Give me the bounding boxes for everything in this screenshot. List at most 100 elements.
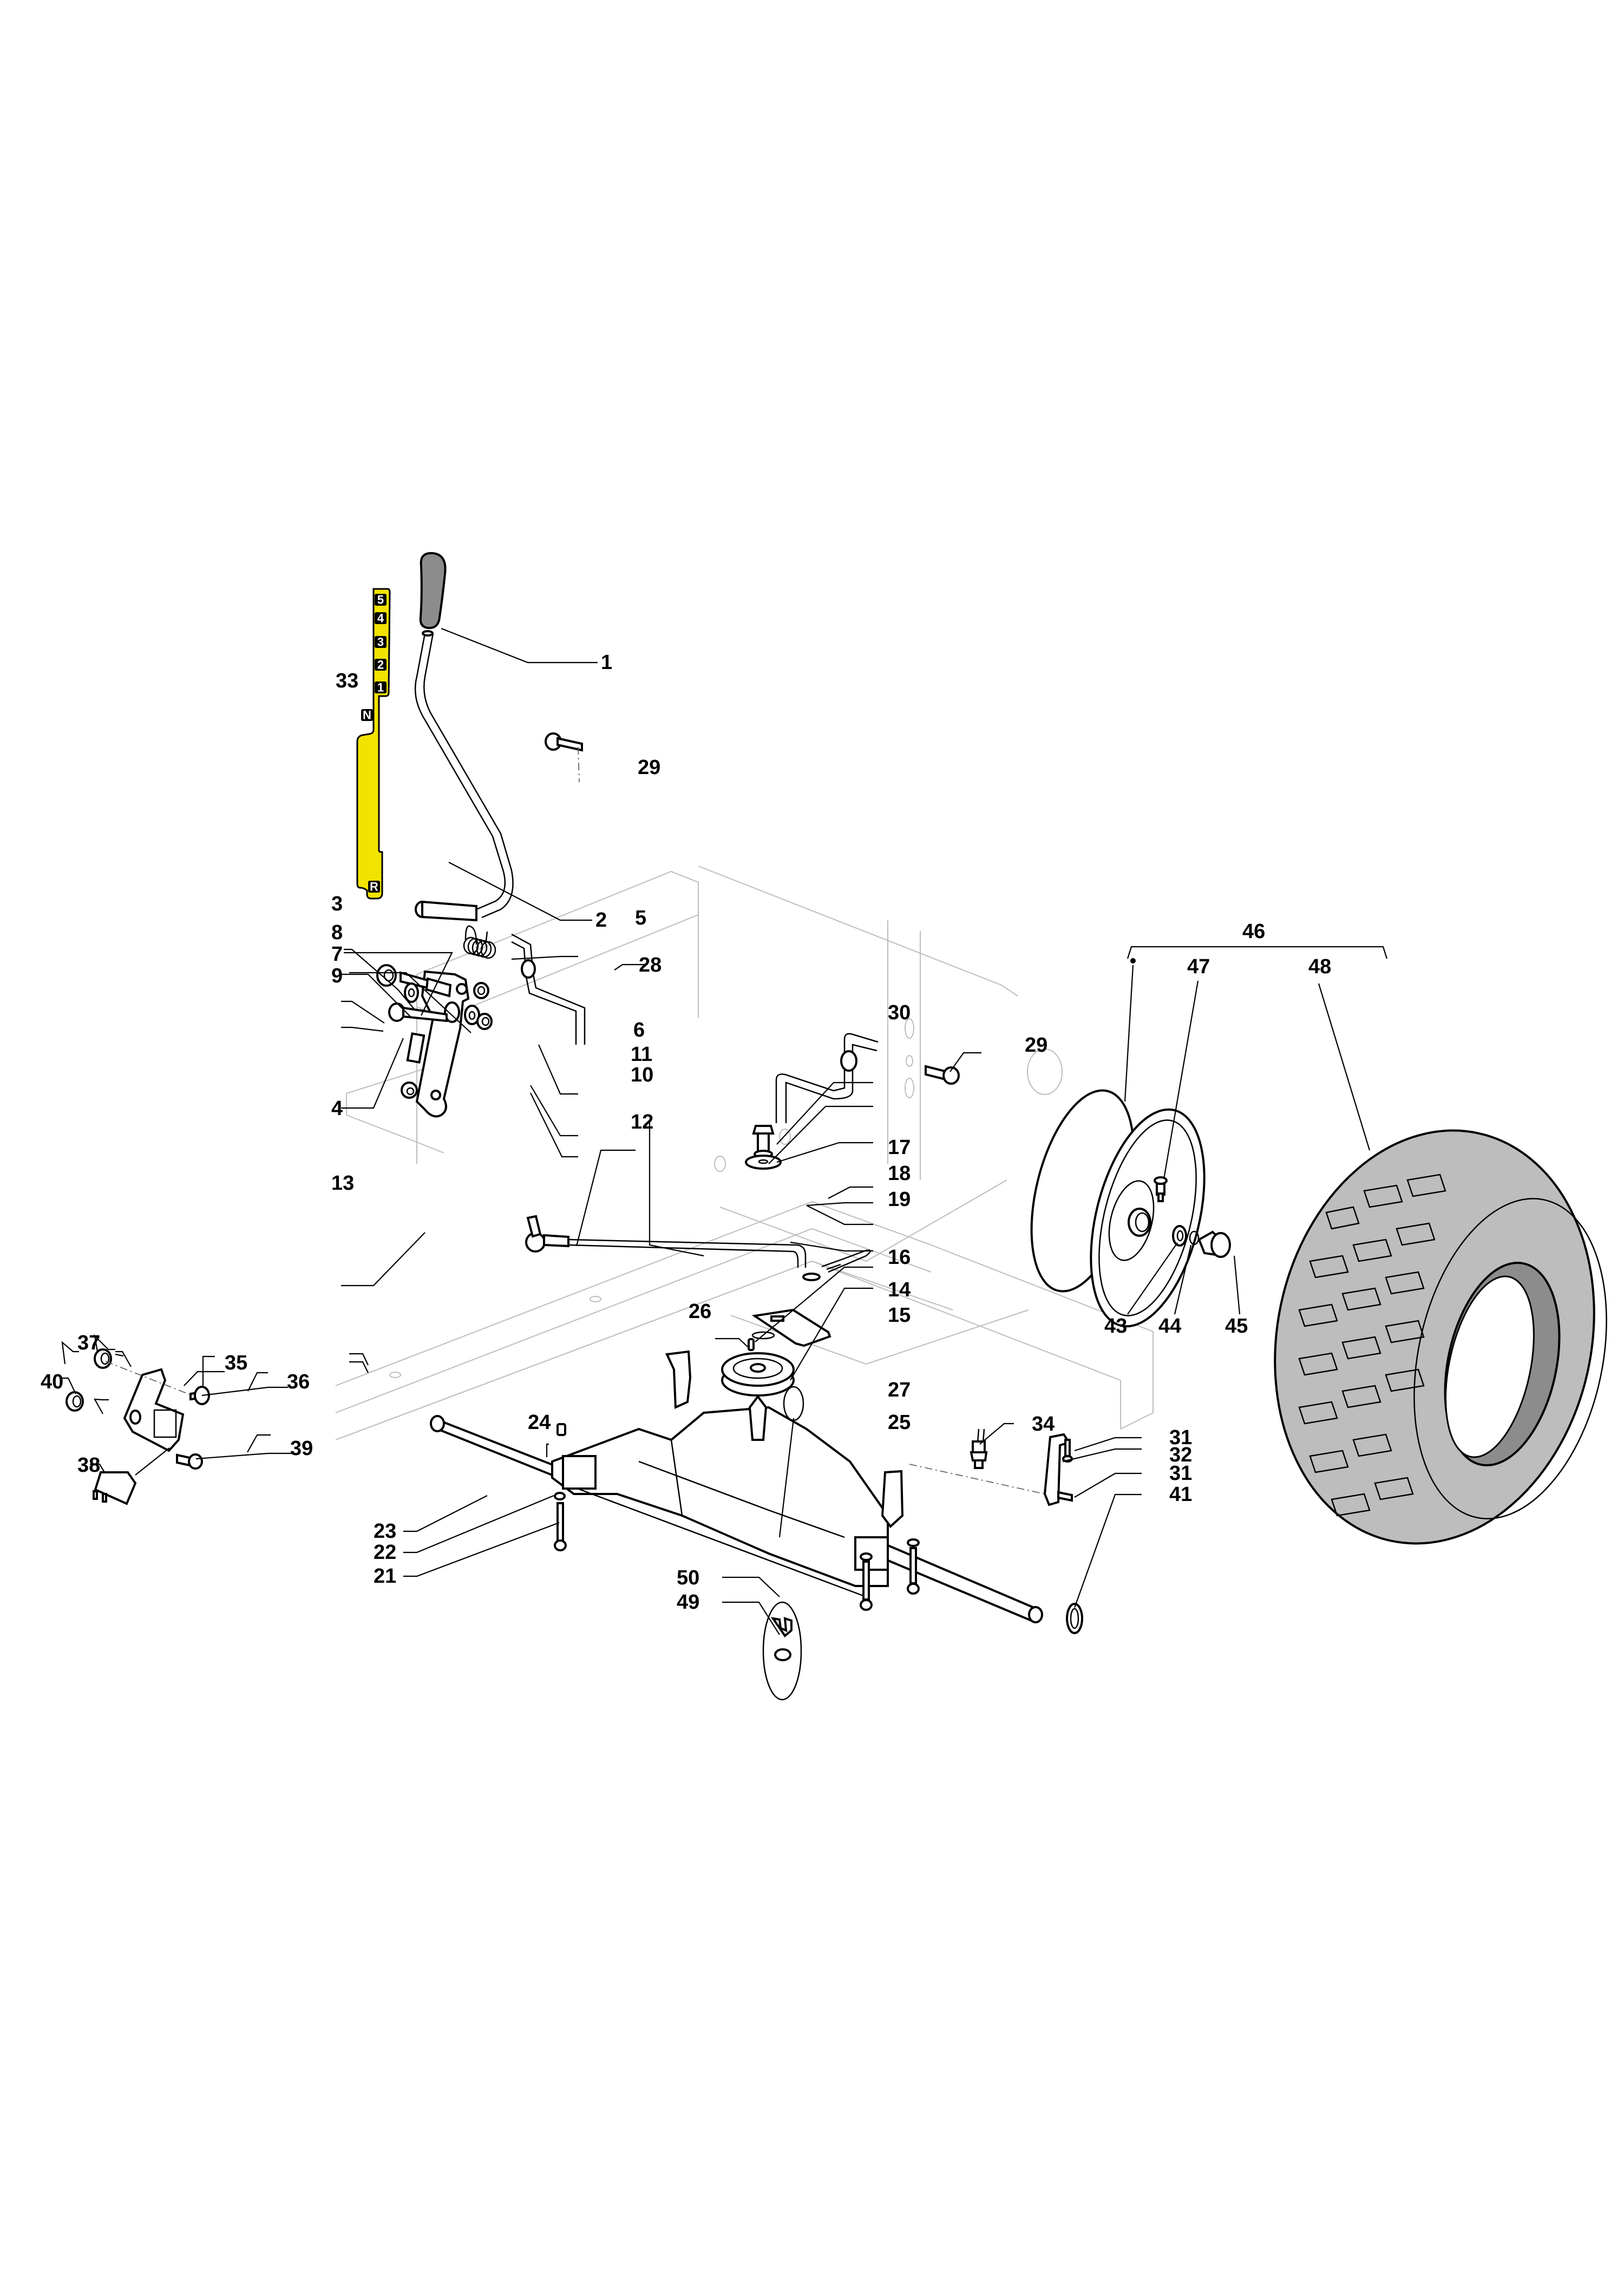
chassis-frame-outline <box>335 866 1154 1440</box>
callout-15: 15 <box>888 1304 911 1327</box>
callout-24: 24 <box>528 1411 551 1434</box>
callout-1: 1 <box>601 651 612 674</box>
callout-49: 49 <box>677 1591 699 1614</box>
rod-30 <box>775 1033 879 1123</box>
callout-38: 38 <box>77 1454 100 1477</box>
callout-50: 50 <box>677 1567 699 1589</box>
rivet-36 <box>105 1361 210 1405</box>
callout-22: 22 <box>374 1541 396 1564</box>
gear-marker-4: 4 <box>375 612 387 625</box>
callout-10: 10 <box>631 1064 653 1086</box>
callout-13: 13 <box>331 1172 354 1195</box>
callout-28: 28 <box>639 954 662 976</box>
svg-text:2: 2 <box>377 658 384 672</box>
callout-18: 18 <box>888 1162 911 1185</box>
callout-16: 16 <box>888 1246 911 1269</box>
callout-33: 33 <box>336 670 358 692</box>
callout-3: 3 <box>331 893 343 915</box>
leader-lines <box>60 627 1371 1635</box>
callout-6: 6 <box>633 1019 645 1041</box>
callout-32: 32 <box>1169 1444 1192 1466</box>
washer-43 <box>1172 1225 1187 1247</box>
svg-text:1: 1 <box>377 681 384 694</box>
callout-27: 27 <box>888 1379 911 1401</box>
washer-8 <box>404 982 419 1003</box>
washer-10 <box>464 1005 480 1025</box>
bolt-21 <box>554 1502 567 1551</box>
callout-48: 48 <box>1308 955 1331 978</box>
callout-30: 30 <box>888 1001 911 1024</box>
bracket-32 <box>909 1433 1073 1506</box>
callout-37: 37 <box>77 1332 100 1354</box>
callout-26: 26 <box>689 1300 711 1323</box>
svg-text:N: N <box>363 709 371 722</box>
neutral-switch-34 <box>970 1428 988 1469</box>
svg-text:3: 3 <box>377 635 384 649</box>
svg-text:5: 5 <box>377 593 384 607</box>
nut-13 <box>401 1082 418 1099</box>
callout-7: 7 <box>331 943 343 966</box>
washer-41 <box>1066 1603 1083 1634</box>
micro-switch-38 <box>93 1471 137 1505</box>
callout-34: 34 <box>1032 1413 1055 1436</box>
rim-43 <box>1030 1089 1206 1328</box>
callout-5: 5 <box>635 907 646 929</box>
callout-43: 43 <box>1104 1315 1127 1338</box>
gear-marker-3: 3 <box>375 635 387 649</box>
callout-9: 9 <box>331 965 343 987</box>
key-26 <box>748 1338 755 1351</box>
callout-17: 17 <box>888 1136 911 1159</box>
callout-11: 11 <box>631 1043 652 1066</box>
callout-23: 23 <box>374 1520 396 1543</box>
callout-41: 41 <box>1169 1483 1192 1506</box>
callout-45: 45 <box>1225 1315 1248 1338</box>
callout-40: 40 <box>41 1371 63 1393</box>
long-bolt-4 <box>388 1002 448 1023</box>
nut-11 <box>476 1013 493 1030</box>
gear-marker-2: 2 <box>375 658 387 672</box>
callout-8: 8 <box>331 921 343 944</box>
callout-35: 35 <box>225 1352 247 1374</box>
callout-2: 2 <box>595 909 607 932</box>
callout-labels: 1 2 3 4 5 6 7 8 9 10 11 12 13 14 15 16 1… <box>41 651 1331 1614</box>
gear-marker-n: N <box>361 709 373 722</box>
tyre-48 <box>1274 1129 1607 1545</box>
svg-text:R: R <box>370 880 378 894</box>
flat-washer-19 <box>745 1155 782 1170</box>
callout-47: 47 <box>1187 955 1210 978</box>
callout-39: 39 <box>290 1437 313 1460</box>
callout-21: 21 <box>374 1565 396 1588</box>
svg-text:4: 4 <box>377 612 384 625</box>
gear-marker-5: 5 <box>375 593 387 607</box>
hub-cap-45 <box>1197 1230 1231 1258</box>
spacer-24 <box>556 1423 566 1436</box>
callout-31-bottom: 31 <box>1169 1462 1192 1485</box>
callout-19: 19 <box>888 1188 911 1211</box>
callout-44: 44 <box>1158 1315 1181 1338</box>
callout-36: 36 <box>287 1371 310 1393</box>
tyre-tread <box>1298 1174 1446 1517</box>
linkage-rod-12 <box>525 1215 807 1268</box>
callout-29-top: 29 <box>638 756 660 779</box>
bolt-29-right <box>925 1065 960 1085</box>
nut-37 <box>94 1348 112 1369</box>
gear-lever-knob <box>419 552 447 630</box>
callout-46: 46 <box>1242 920 1265 943</box>
callout-4: 4 <box>331 1097 343 1120</box>
detail-circle <box>762 1601 802 1701</box>
callout-12: 12 <box>631 1111 653 1133</box>
callout-31-top: 31 <box>1169 1426 1192 1449</box>
nut-40 <box>66 1391 84 1412</box>
gear-lever-rod <box>414 630 514 922</box>
circlip-44 <box>1189 1230 1200 1246</box>
switch-bracket-35 <box>123 1368 185 1452</box>
bolts-bottom <box>860 1538 920 1611</box>
assembly-bracket-46 <box>1127 946 1388 964</box>
washer-22 <box>554 1492 566 1500</box>
nut-9 <box>376 964 397 987</box>
gear-marker-r: R <box>368 880 380 894</box>
pulley-25 <box>721 1352 795 1397</box>
gear-marker-1: 1 <box>375 681 387 694</box>
callout-29-right: 29 <box>1025 1034 1047 1057</box>
